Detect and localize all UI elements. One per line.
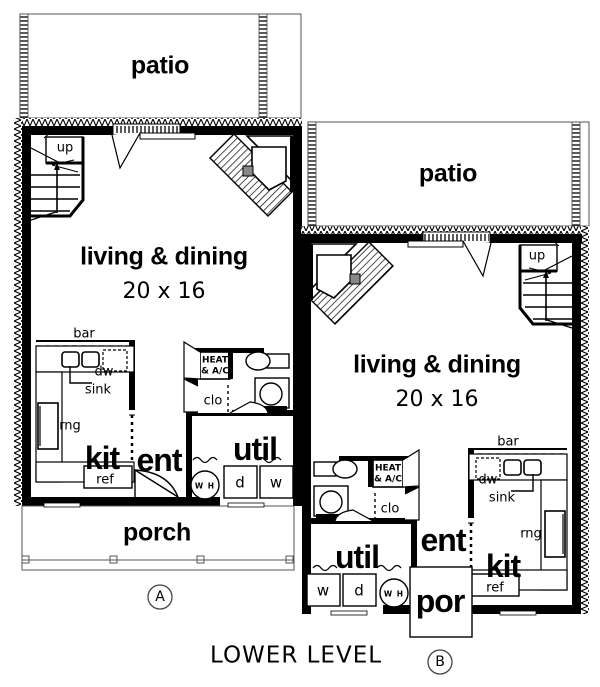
- unit-b-utility: [306, 448, 420, 610]
- unit-a-bar-label: bar: [73, 326, 95, 342]
- unit-b-stairs: [515, 238, 573, 329]
- unit-a-stairs: [30, 130, 88, 221]
- unit-b-dishwasher-label: dw: [478, 472, 498, 488]
- unit-b-mark-circle: [427, 649, 453, 675]
- unit-b-refrigerator-label: ref: [486, 580, 504, 596]
- unit-b-dryer-label: d: [354, 581, 364, 600]
- unit-a-patio-area: [19, 13, 302, 119]
- unit-a-water-heater-label: W H: [194, 481, 216, 491]
- unit-b: [301, 121, 590, 675]
- unit-b-living-dining-dimensions: 20 x 16: [395, 387, 479, 412]
- unit-a-hvac-label-line2: & A/C: [201, 366, 229, 377]
- unit-a-dishwasher-label: dw: [94, 364, 114, 380]
- unit-b-patio-door: [407, 231, 492, 278]
- unit-b-porch-label: por: [415, 583, 466, 619]
- unit-a-closet-label: clo: [203, 393, 223, 409]
- unit-a-mark-label: A: [155, 589, 165, 605]
- unit-a-fireplace: [209, 133, 294, 217]
- unit-a-entry: [134, 469, 179, 498]
- unit-b-hvac-label-line1: HEAT: [374, 463, 402, 474]
- unit-a-kitchen-label: kit: [84, 440, 120, 476]
- unit-b-bar-label: bar: [497, 434, 519, 450]
- unit-a-living-dining-label: living & dining: [80, 242, 248, 271]
- unit-a-toilet: [245, 351, 290, 371]
- unit-b-kitchen: [468, 448, 568, 597]
- unit-a-dryer-label: d: [235, 473, 245, 492]
- unit-a-patio-door: [111, 123, 196, 170]
- unit-b-hvac-label-line2: & A/C: [374, 474, 402, 485]
- unit-b-toilet: [313, 459, 358, 479]
- unit-b-range-label: rng: [520, 526, 542, 542]
- unit-a-lavatory: [254, 377, 290, 410]
- unit-b-water-heater-label: W H: [383, 589, 405, 599]
- unit-a: [14, 13, 302, 610]
- unit-a-mark-circle: [147, 584, 173, 610]
- unit-b-stair-up-label: up: [528, 248, 546, 264]
- unit-a-utility-label: util: [233, 431, 278, 467]
- unit-b-entry-label: ent: [420, 522, 467, 558]
- unit-a-entry-label: ent: [136, 442, 183, 478]
- unit-b-washer-label: w: [316, 581, 330, 600]
- unit-a-range-label: rng: [59, 418, 81, 434]
- unit-b-living-dining-label: living & dining: [353, 350, 521, 379]
- unit-a-porch-label: porch: [123, 518, 191, 547]
- unit-a-kitchen: [35, 340, 135, 489]
- plan-title: LOWER LEVEL: [209, 642, 383, 669]
- unit-b-fireplace: [309, 241, 394, 325]
- unit-a-living-dining-dimensions: 20 x 16: [122, 279, 206, 304]
- unit-b-patio-label: patio: [418, 159, 478, 188]
- unit-a-porch: [21, 502, 295, 571]
- unit-b-kitchen-label: kit: [485, 548, 521, 584]
- unit-b-utility-label: util: [335, 539, 380, 575]
- unit-a-refrigerator-label: ref: [96, 472, 114, 488]
- unit-b-lavatory: [313, 485, 349, 518]
- unit-b-closet-label: clo: [380, 501, 400, 517]
- unit-b-wall-opening-left: [330, 610, 368, 616]
- unit-b-wall-opening-right: [499, 610, 537, 616]
- unit-a-utility: [183, 340, 296, 502]
- unit-b-porch: [409, 566, 473, 638]
- unit-a-sink-label: sink: [84, 382, 112, 398]
- unit-a-washer-label: w: [269, 473, 283, 492]
- unit-b-sink-label: sink: [488, 490, 516, 506]
- unit-b-mark-label: B: [435, 654, 445, 670]
- unit-a-patio-label: patio: [130, 51, 190, 80]
- unit-a-hvac-label-line1: HEAT: [201, 355, 229, 366]
- unit-a-stair-up-label: up: [56, 140, 74, 156]
